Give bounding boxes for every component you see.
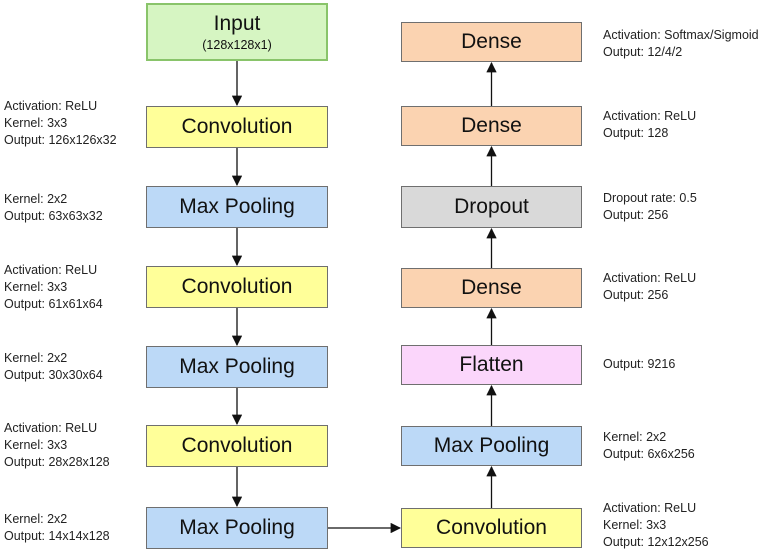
dense3-note-line: Activation: Softmax/Sigmoid: [603, 28, 759, 42]
conv4-layer-label: Convolution: [436, 516, 547, 540]
dense2-layer-box: Dense: [401, 106, 582, 146]
pool2-layer-box: Max Pooling: [146, 346, 328, 388]
pool3-layer-box: Max Pooling: [146, 507, 328, 549]
pool1-layer-label: Max Pooling: [179, 195, 295, 219]
dense1-note-line: Activation: ReLU: [603, 271, 697, 285]
pool1-note-line: Kernel: 2x2: [4, 192, 68, 206]
dense3-layer-box: Dense: [401, 22, 582, 62]
pool2-layer-label: Max Pooling: [179, 355, 295, 379]
conv1-note-line: Kernel: 3x3: [4, 116, 68, 130]
dropout-note-line: Output: 256: [603, 208, 669, 222]
conv3-note-line: Output: 28x28x128: [4, 455, 110, 469]
conv1-note-line: Output: 126x126x32: [4, 133, 117, 147]
dense2-layer-label: Dense: [461, 114, 522, 138]
conv2-note-line: Output: 61x61x64: [4, 297, 103, 311]
conv2-note-line: Activation: ReLU: [4, 263, 98, 277]
conv1-layer-box: Convolution: [146, 106, 328, 148]
pool1-layer-box: Max Pooling: [146, 186, 328, 228]
flatten-note-line: Output: 9216: [603, 357, 676, 371]
dense1-layer-label: Dense: [461, 276, 522, 300]
dense1-note-line: Output: 256: [603, 288, 669, 302]
conv2-layer-box: Convolution: [146, 266, 328, 308]
pool4-note-line: Kernel: 2x2: [603, 430, 667, 444]
dense3-note-line: Output: 12/4/2: [603, 45, 683, 59]
dropout-note-line: Dropout rate: 0.5: [603, 191, 697, 205]
pool4-layer-label: Max Pooling: [433, 434, 550, 458]
pool4-layer-box: Max Pooling: [401, 426, 582, 466]
conv3-note-line: Activation: ReLU: [4, 421, 98, 435]
pool3-note-line: Kernel: 2x2: [4, 512, 68, 526]
dropout-layer-label: Dropout: [454, 195, 529, 219]
conv1-layer-label: Convolution: [181, 115, 293, 139]
conv4-note-line: Kernel: 3x3: [603, 518, 667, 532]
pool2-note-line: Kernel: 2x2: [4, 351, 68, 365]
flatten-layer-notes: Output: 9216: [603, 356, 675, 373]
conv2-layer-label: Convolution: [181, 275, 293, 299]
conv3-note-line: Kernel: 3x3: [4, 438, 68, 452]
dense1-layer-notes: Activation: ReLU Output: 256: [603, 270, 696, 304]
dense2-note-line: Output: 128: [603, 126, 669, 140]
dense3-layer-label: Dense: [461, 30, 522, 54]
input-layer-label: Input: [213, 11, 261, 35]
flatten-layer-box: Flatten: [401, 345, 582, 385]
pool3-layer-label: Max Pooling: [179, 516, 295, 540]
pool2-note-line: Output: 30x30x64: [4, 368, 103, 382]
conv3-layer-box: Convolution: [146, 425, 328, 467]
conv4-note-line: Output: 12x12x256: [603, 535, 709, 549]
pool3-note-line: Output: 14x14x128: [4, 529, 110, 543]
dense1-layer-box: Dense: [401, 268, 582, 308]
pool4-note-line: Output: 6x6x256: [603, 447, 695, 461]
conv3-layer-label: Convolution: [181, 434, 293, 458]
conv1-note-line: Activation: ReLU: [4, 99, 98, 113]
dense2-note-line: Activation: ReLU: [603, 109, 697, 123]
conv2-note-line: Kernel: 3x3: [4, 280, 68, 294]
conv4-note-line: Activation: ReLU: [603, 501, 697, 515]
flatten-layer-label: Flatten: [459, 353, 524, 377]
input-layer-shape: (128x128x1): [202, 38, 272, 53]
pool1-note-line: Output: 63x63x32: [4, 209, 103, 223]
input-layer-box: Input (128x128x1): [146, 3, 328, 61]
dense2-layer-notes: Activation: ReLU Output: 128: [603, 108, 696, 142]
dropout-layer-box: Dropout: [401, 186, 582, 228]
conv4-layer-box: Convolution: [401, 508, 582, 548]
